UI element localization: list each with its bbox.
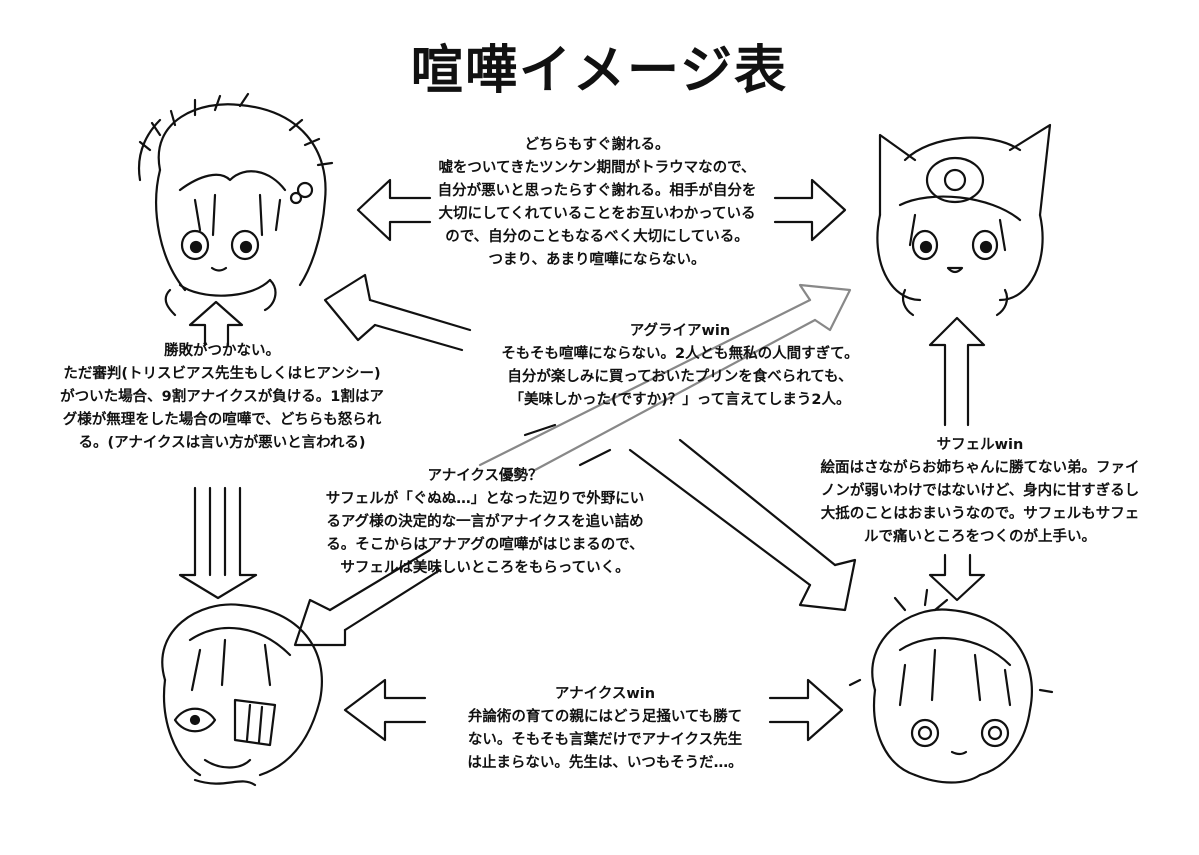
top-right-arrow [773,178,847,242]
note-middle-line: サフェルは美味しいところをもらっていく。 [340,560,630,576]
note-middle-line: る。そこからはアナアグの喧嘩がはじまるので、 [326,537,644,553]
chibi-girl-laurel-icon [137,92,334,317]
note-right-line: ルで痛いところをつくのが上手い。 [864,529,1096,545]
note-left-heading: 勝敗がつかない。 [164,343,280,359]
diag-down-left-arrow [293,548,442,647]
note-center-line: 自分が楽しみに買っておいたプリンを食べられても、 [507,369,853,385]
chibi-cat-hood-icon [876,123,1052,317]
note-left-line: がついた場合、9割アナイクスが負ける。1割はア [60,389,384,405]
note-top-line: 大切にしてくれていることをお互いわかっている [438,206,756,222]
chibi-messy-hair-boy-icon [848,588,1054,784]
bottom-right-arrow [768,678,844,742]
note-bottom-line: 弁論術の育ての親にはどう足掻いても勝て [467,709,743,725]
left-up-arrow [188,300,244,347]
right-down-arrow [928,553,986,602]
note-right-line: 絵面はさながらお姉ちゃんに勝てない弟。ファイ [820,460,1140,476]
note-left-line: ただ審判(トリスビアス先生もしくはヒアンシー) [63,366,381,382]
top-left-arrow [356,178,432,242]
note-top-line: つまり、あまり喧嘩にならない。 [488,252,706,268]
note-bottom-line: ない。そもそも言葉だけでアナイクス先生 [467,732,743,748]
diag-up-right-arrow [478,283,852,472]
right-up-arrow [928,316,986,427]
note-middle: アナイクス優勢？ サフェルが「ぐぬぬ…」となった辺りで外野にいるアグ様の決定的な一… [275,465,695,580]
note-middle-heading: アナイクス優勢？ [427,468,543,484]
note-center-heading: アグライアwin [629,323,731,339]
note-top-line: 自分が悪いと思ったらすぐ謝れる。相手が自分を [437,183,757,199]
note-middle-line: るアグ様の決定的な一言がアナイクスを追い詰め [326,514,644,530]
page-title: 喧嘩イメージ表 [411,41,788,101]
note-right-line: 大抵のことはおまいうなので。サフェルもサフェ [820,506,1140,522]
left-down-arrow [178,486,258,600]
note-bottom-heading: アナイクスwin [554,686,656,702]
note-right: サフェルwin 絵面はさながらお姉ちゃんに勝てない弟。ファイノンが弱いわけではない… [780,434,1180,549]
note-center-line: そもそも喧嘩にならない。2人とも無私の人間すぎて。 [501,346,859,362]
note-top-line: ので、自分のこともなるべく大切にしている。 [445,229,749,245]
note-center-line: 「美味しかった(ですか)？」って言えてしまう2人。 [509,392,851,408]
note-top-line: 嘘をついてきたツンケン期間がトラウマなので、 [438,160,756,176]
note-bottom: アナイクスwin 弁論術の育ての親にはどう足掻いても勝てない。そもそも言葉だけでア… [430,683,780,775]
chibi-eyepatch-boy-icon [161,603,323,787]
bottom-left-arrow [343,678,427,742]
note-left-line: グ様が無理をした場合の喧嘩で、どちらも怒られ [62,412,382,428]
note-center: アグライアwin そもそも喧嘩にならない。2人とも無私の人間すぎて。自分が楽しみに… [470,320,890,412]
decorative-strokes [523,423,612,467]
note-top: どちらもすぐ謝れる。嘘をついてきたツンケン期間がトラウマなので、自分が悪いと思っ… [382,134,812,272]
note-bottom-line: は止まらない。先生は、いつもそうだ…。 [467,755,743,771]
note-top-line: どちらもすぐ謝れる。 [524,137,670,153]
note-left: 勝敗がつかない。ただ審判(トリスビアス先生もしくはヒアンシー) がついた場合、9割… [22,340,422,455]
diag-down-right-arrow [628,438,857,612]
note-right-heading: サフェルwin [936,437,1024,453]
note-left-line: る。(アナイクスは言い方が悪いと言われる) [78,435,366,451]
note-middle-line: サフェルが「ぐぬぬ…」となった辺りで外野にい [325,491,645,507]
note-right-line: ノンが弱いわけではないけど、身内に甘すぎるし [820,483,1140,499]
diag-up-left-arrow [323,273,472,352]
